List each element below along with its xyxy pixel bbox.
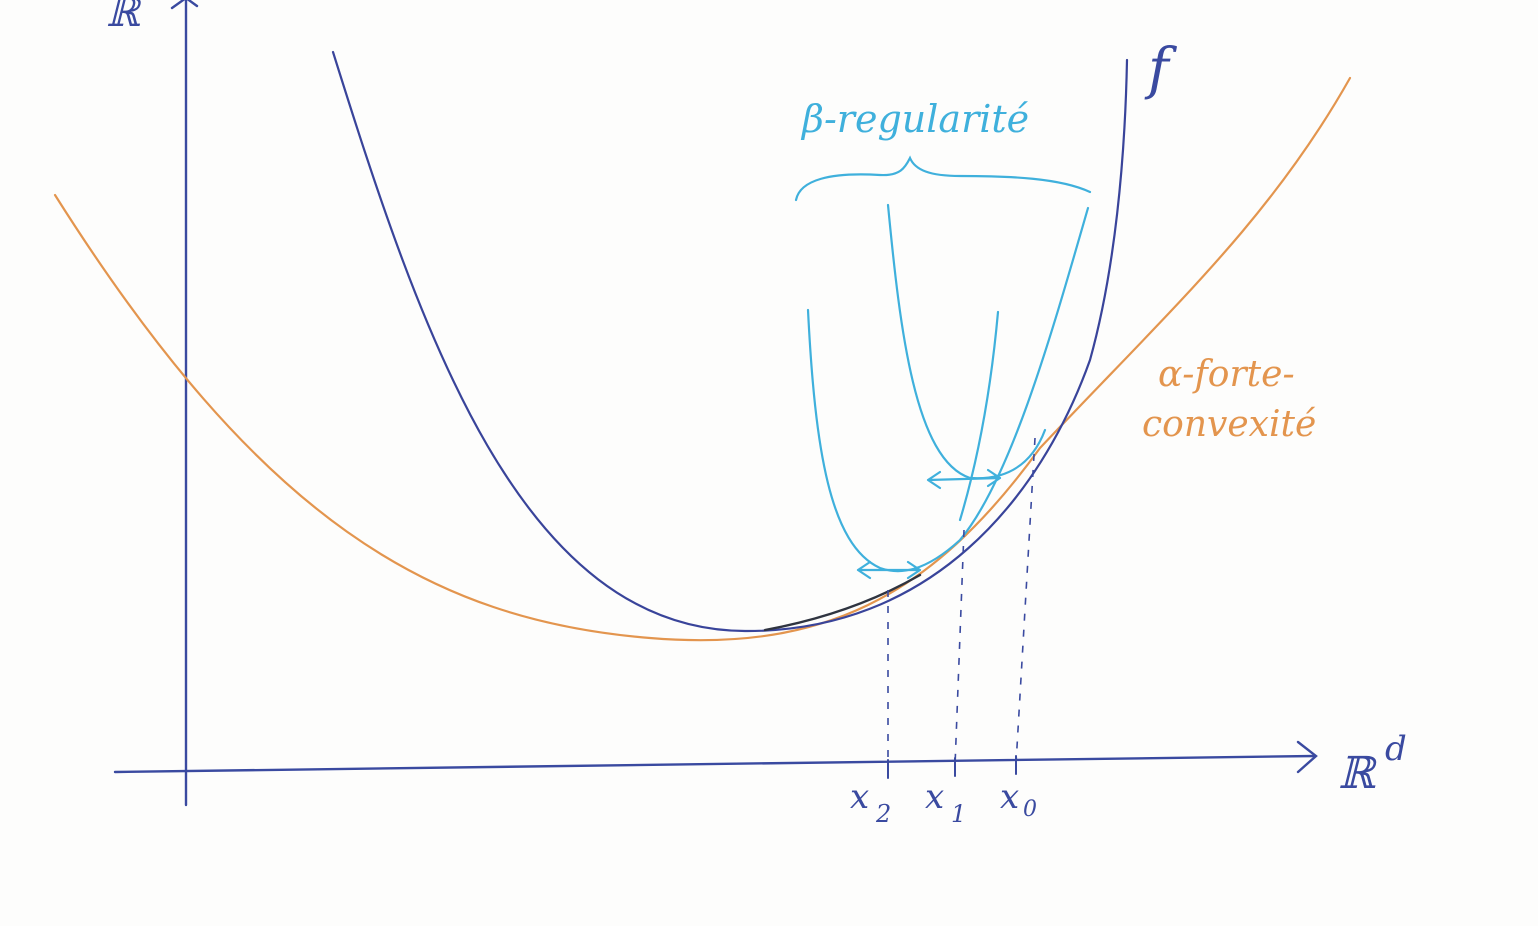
projection-x0 [1015,437,1036,765]
alpha-convexity-curve [53,76,1352,642]
beta-parabola-x0 [886,203,1047,480]
x-axis [113,754,1317,774]
x-axis-label-exponent: d [1385,729,1407,769]
axes [113,0,1318,807]
f-label: f [1144,37,1178,102]
x1-label: x [925,777,944,817]
x-axis-arrow [1296,740,1318,774]
beta-parabolas [794,155,1092,580]
f-curve [331,50,1129,633]
alpha-label-line1: α-forte- [1158,354,1295,395]
projection-lines [887,437,1036,768]
beta-brace [794,155,1092,202]
beta-arrow-lower [856,560,922,580]
beta-arrow-upper [926,468,1002,490]
y-axis-label: ℝ [106,0,142,36]
x1-subscript: 1 [951,800,966,828]
projection-x1 [954,529,965,767]
beta-parabola-inner [958,310,1000,522]
x2-subscript: 2 [875,800,891,828]
tick-marks [887,755,1017,779]
x2-label: x [850,777,869,817]
y-axis-arrow [170,0,199,10]
tangent-region [763,573,922,632]
alpha-label-line2: convexité [1142,404,1316,445]
x0-label: x [1000,777,1019,817]
beta-parabola-x1 [806,206,1090,573]
x0-subscript: 0 [1023,797,1037,822]
x-axis-label: ℝ [1338,748,1377,799]
beta-label: β-regularité [800,97,1029,141]
